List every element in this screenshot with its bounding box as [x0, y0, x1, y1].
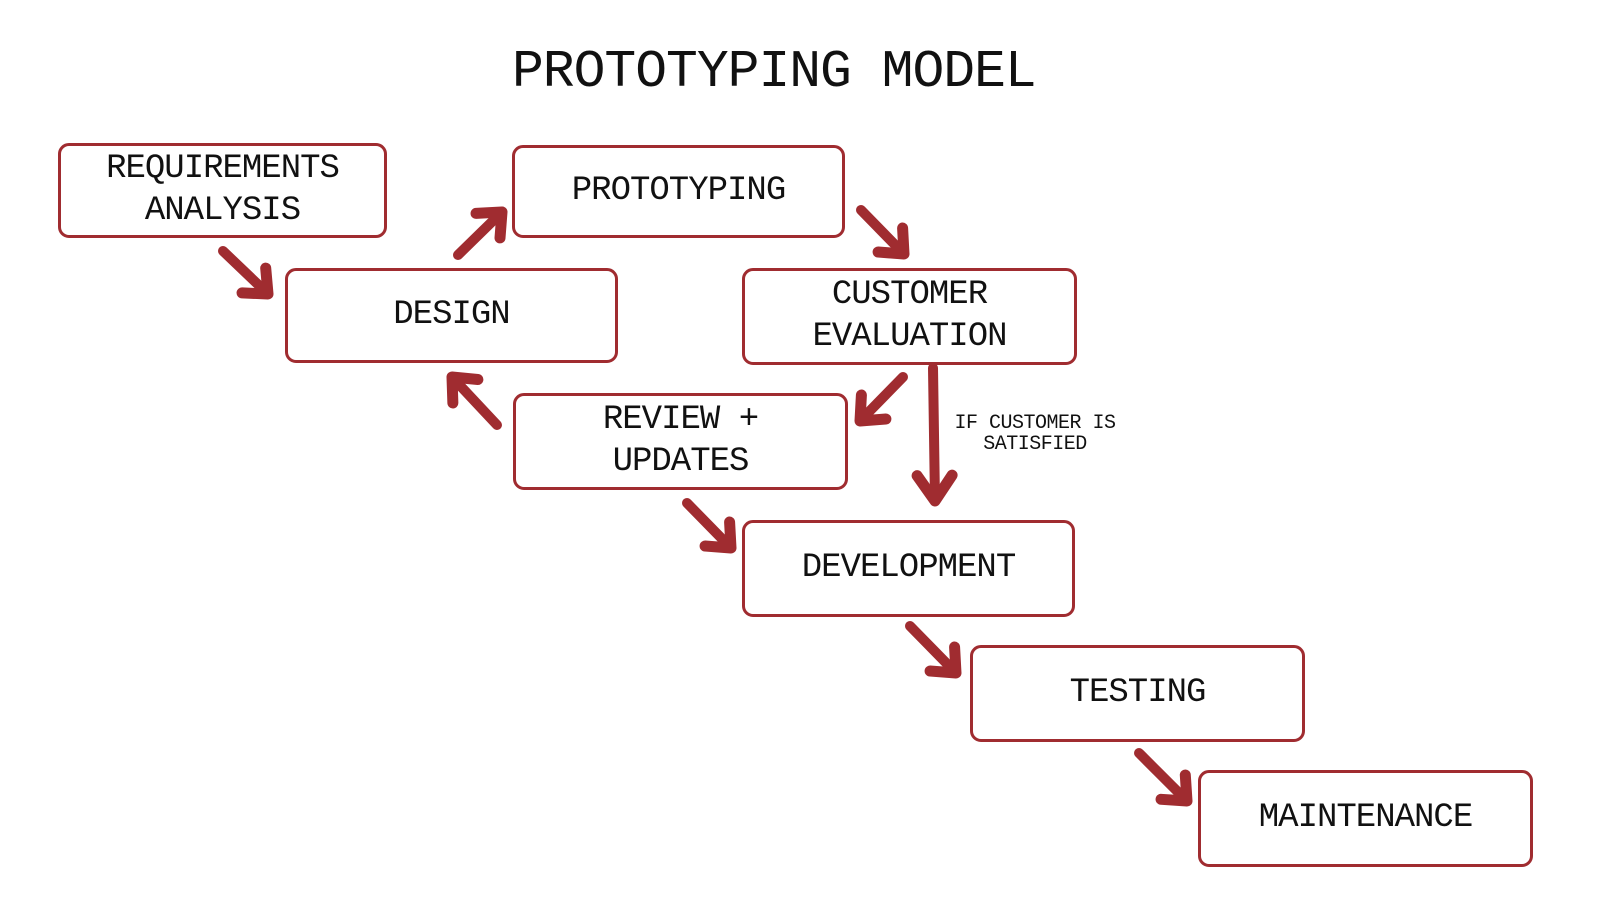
arrow-testing-to-maintenance — [1134, 748, 1193, 807]
arrow-development-to-testing — [905, 621, 962, 679]
node-maintenance: MAINTENANCE — [1198, 770, 1533, 867]
node-testing: TESTING — [970, 645, 1305, 742]
node-customer-evaluation: CUSTOMER EVALUATION — [742, 268, 1077, 365]
diagram-title: PROTOTYPING MODEL — [512, 42, 1037, 102]
arrow-requirements-analysis-to-design — [218, 246, 274, 300]
edge-label-if-customer-is-satisfied: IF CUSTOMER IS SATISFIED — [954, 412, 1116, 457]
node-prototyping: PROTOTYPING — [512, 145, 845, 238]
node-review-updates: REVIEW + UPDATES — [513, 393, 848, 490]
arrow-review-updates-to-design — [446, 371, 502, 430]
node-design: DESIGN — [285, 268, 618, 363]
arrow-review-updates-to-development — [682, 498, 737, 554]
arrow-design-to-prototyping — [453, 206, 508, 260]
node-requirements-analysis: REQUIREMENTS ANALYSIS — [58, 143, 387, 238]
arrow-customer-evaluation-to-review-updates — [854, 372, 908, 427]
node-development: DEVELOPMENT — [742, 520, 1075, 617]
arrow-prototyping-to-customer-evaluation — [856, 205, 910, 260]
